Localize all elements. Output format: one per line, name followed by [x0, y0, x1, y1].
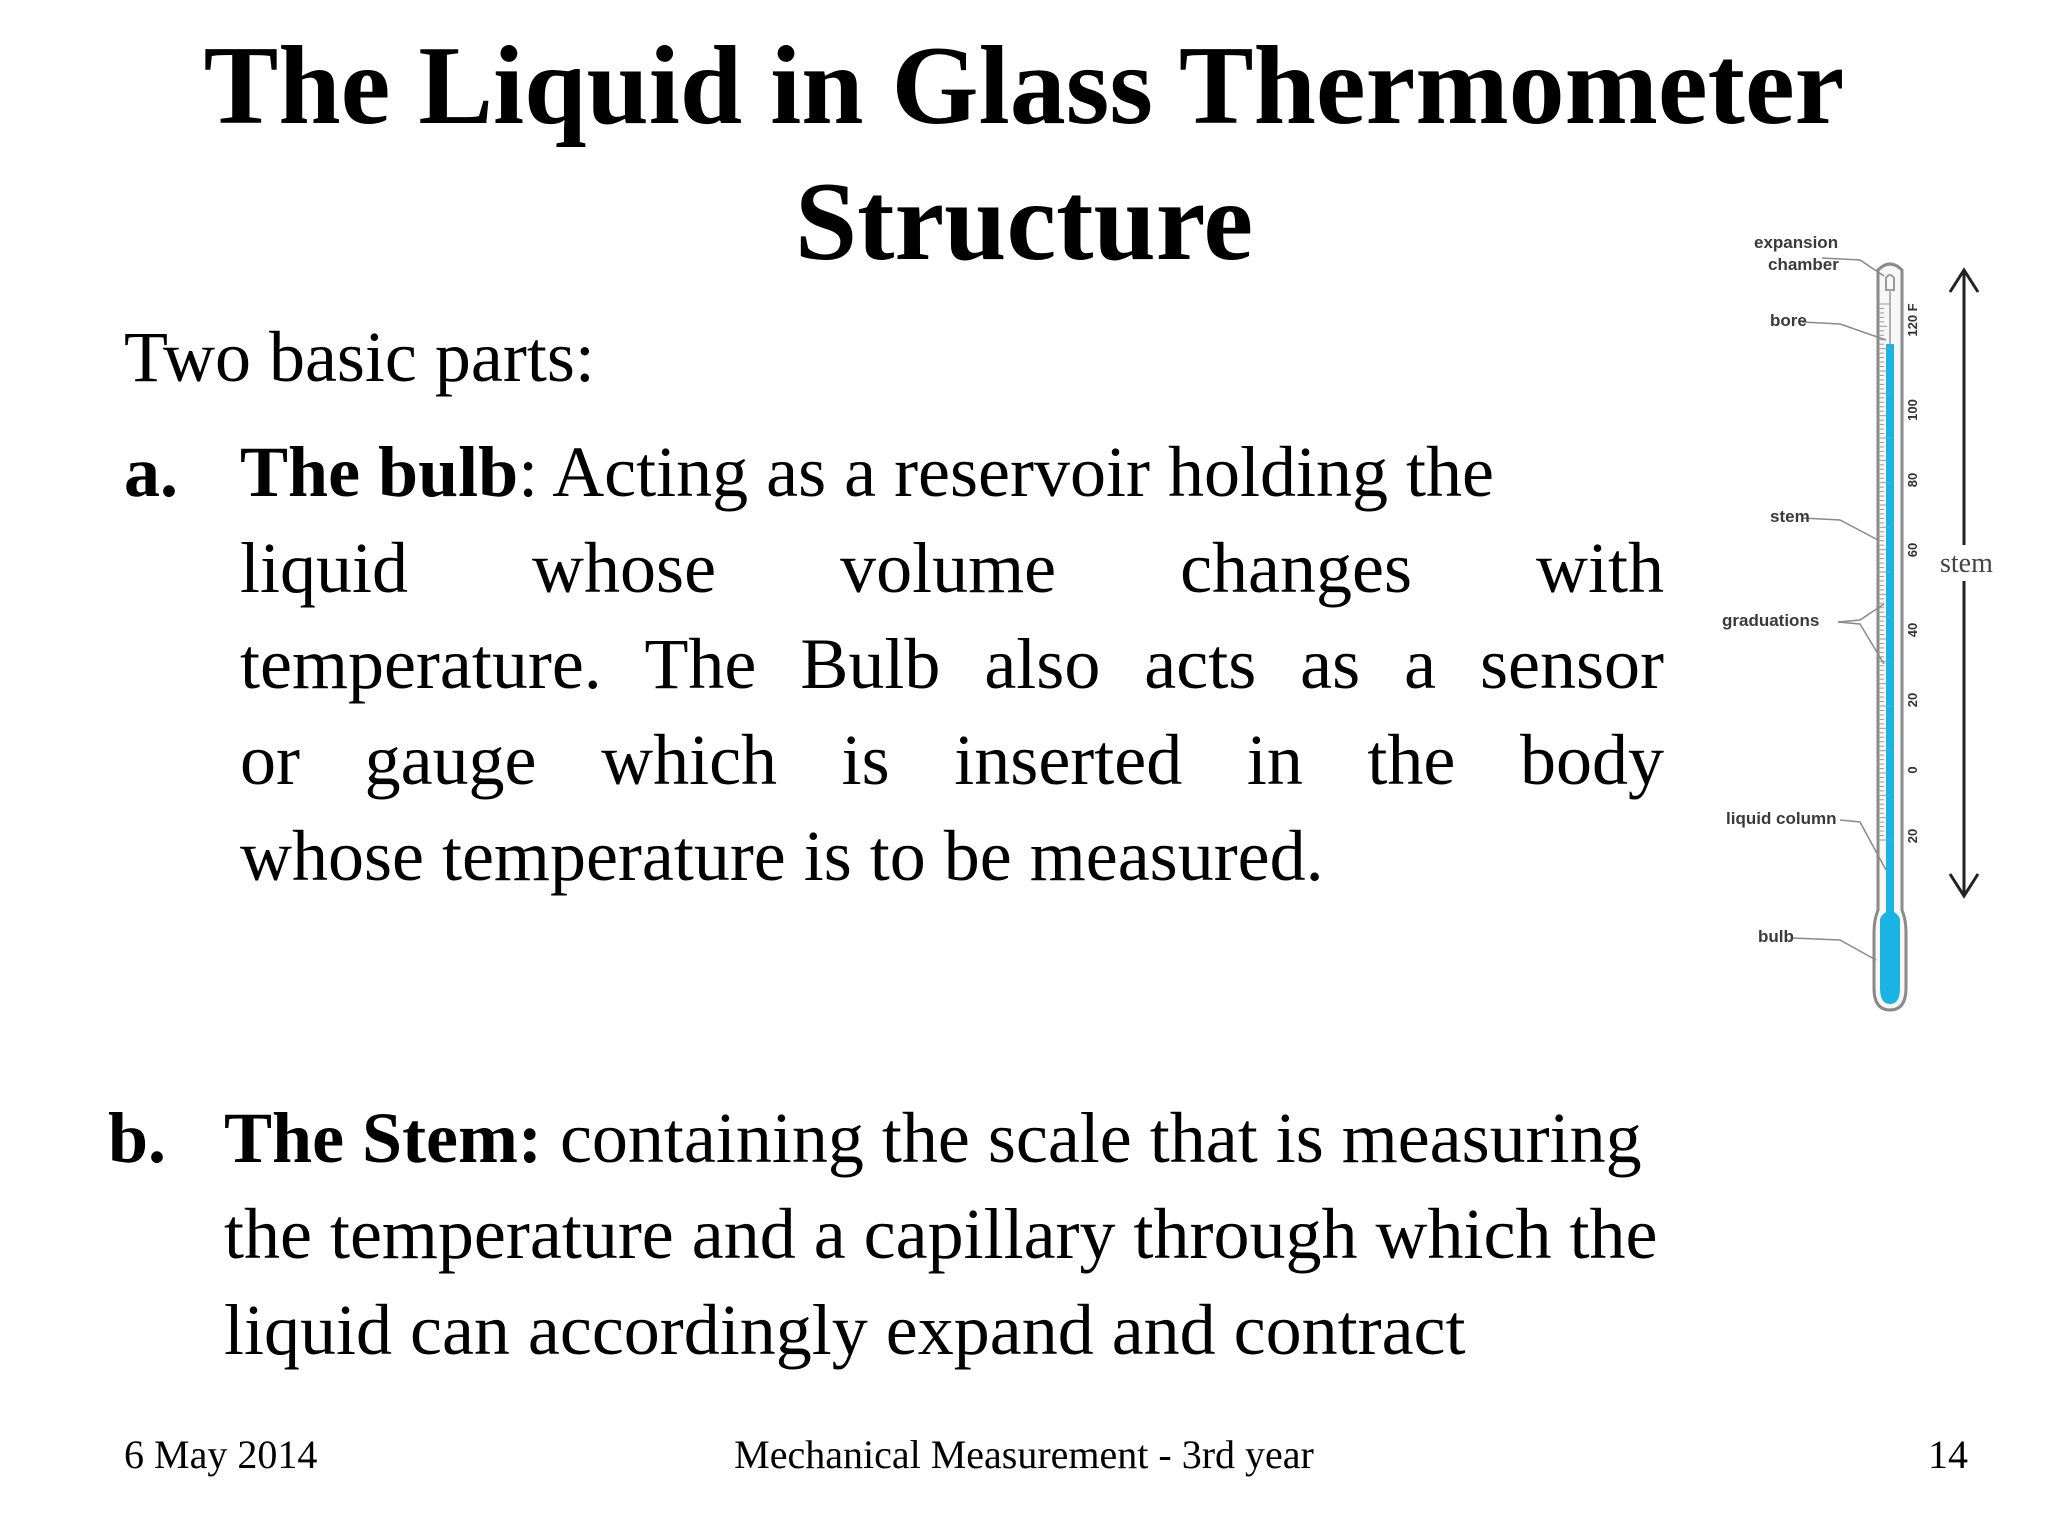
leader-expansion	[1821, 257, 1885, 277]
bulb-line-5: whose temperature is to be measured.	[240, 816, 1324, 896]
leader-bulb	[1791, 937, 1877, 961]
scale-label: 100	[1905, 399, 1920, 421]
bulb-line-3: temperature. The Bulb also acts as a sen…	[240, 624, 1664, 704]
list-marker-a: a.	[124, 432, 178, 512]
label-stem-span: stem	[1940, 548, 1993, 579]
leader-graduations-1	[1837, 603, 1885, 623]
stem-line-1: The Stem: containing the scale that is m…	[224, 1090, 1904, 1186]
stem-span-label-bg	[1938, 545, 1998, 581]
footer-course: Mechanical Measurement - 3rd year	[734, 1432, 1314, 1477]
stem-line-2: the temperature and a capillary through …	[224, 1194, 1658, 1274]
stem-line-3: liquid can accordingly expand and contra…	[224, 1290, 1466, 1370]
footer-date: 6 May 2014	[124, 1432, 318, 1477]
scale-label: 20	[1905, 693, 1920, 707]
label-expansion-1: expansion	[1754, 233, 1838, 252]
label-bore: bore	[1770, 311, 1807, 330]
leader-stem	[1801, 517, 1879, 541]
scale-label: 0	[1905, 766, 1920, 773]
list-item-bulb-body: The bulb: Acting as a reservoir holding …	[240, 424, 1664, 904]
stem-term: The Stem:	[224, 1098, 542, 1178]
bulb-liquid	[1880, 912, 1900, 1004]
bulb-line-1: The bulb: Acting as a reservoir holding …	[240, 424, 1664, 520]
footer-page-number: 14	[1928, 1432, 1968, 1477]
stem-span-arrow-bottom	[1948, 873, 1980, 899]
list-item-stem-body: The Stem: containing the scale that is m…	[224, 1090, 1904, 1378]
graduation-ticks	[1878, 303, 1890, 841]
thermometer-svg: 120 F 100 80 60 40 20 0 20 expansion chamber bo…	[1722, 233, 1998, 1012]
liquid-column	[1886, 344, 1894, 920]
bulb-line-4: or gauge which is inserted in the body	[240, 720, 1664, 800]
bulb-line-1-text: : Acting as a reservoir holding the	[518, 432, 1494, 512]
slide-title-line-2: Structure	[794, 160, 1254, 284]
label-stem: stem	[1770, 507, 1810, 526]
intro-text: Two basic parts:	[124, 317, 595, 397]
expansion-chamber-shape	[1885, 274, 1895, 291]
leader-bore	[1801, 321, 1887, 341]
list-marker-b: b.	[108, 1098, 167, 1178]
scale-labels: 120 F 100 80 60 40 20 0 20	[1905, 303, 1920, 843]
scale-label: 40	[1905, 623, 1920, 637]
label-bulb: bulb	[1758, 927, 1794, 946]
scale-label: 20	[1905, 829, 1920, 843]
bulb-term: The bulb	[240, 432, 519, 512]
label-graduations: graduations	[1722, 611, 1819, 630]
leader-graduations-2	[1837, 621, 1885, 665]
scale-label: 120 F	[1905, 303, 1920, 336]
leader-liquid-column	[1839, 819, 1887, 871]
label-expansion-2: chamber	[1768, 255, 1839, 274]
label-liquid-column: liquid column	[1726, 809, 1837, 828]
slide-title-line-1: The Liquid in Glass Thermometer	[203, 24, 1845, 148]
stem-line-1-text: containing the scale that is measuring	[541, 1098, 1642, 1178]
scale-label: 60	[1905, 543, 1920, 557]
bulb-line-2: liquid whose volume changes with	[240, 528, 1664, 608]
stem-span-arrow-top	[1948, 267, 1980, 293]
thermometer-diagram: 120 F 100 80 60 40 20 0 20 expansion chamber bo…	[1700, 220, 2040, 1040]
scale-label: 80	[1905, 473, 1920, 487]
